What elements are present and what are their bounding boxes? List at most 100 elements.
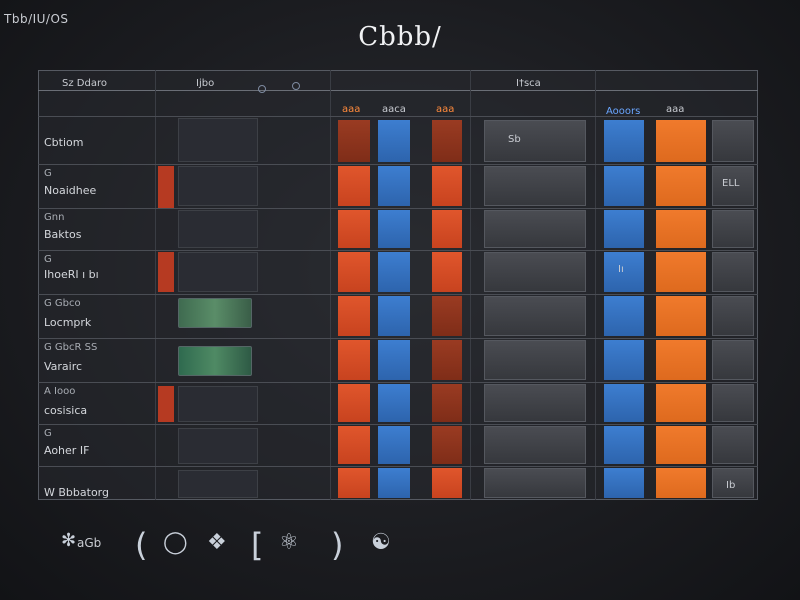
row-label[interactable]: W Bbbatorg [44, 486, 109, 499]
row-label[interactable]: Aoher IF [44, 444, 90, 457]
orange-cell[interactable] [338, 468, 370, 498]
orange-cell[interactable] [338, 384, 370, 422]
orange-cell[interactable] [656, 468, 706, 498]
orange-cell[interactable] [338, 426, 370, 464]
orange-cell[interactable] [432, 426, 462, 464]
orange-cell[interactable] [656, 426, 706, 464]
gray-cell[interactable] [712, 210, 754, 248]
gray-cell[interactable] [712, 296, 754, 336]
orange-cell[interactable] [432, 166, 462, 206]
blue-cell[interactable] [604, 120, 644, 162]
orange-cell[interactable] [432, 120, 462, 162]
orange-cell[interactable] [656, 296, 706, 336]
blue-cell[interactable] [378, 340, 410, 380]
orange-cell[interactable] [432, 252, 462, 292]
blue-cell[interactable] [378, 384, 410, 422]
orange-cell[interactable] [656, 120, 706, 162]
bracket-icon[interactable]: ( [135, 526, 148, 564]
gray-cell[interactable] [712, 468, 754, 498]
gray-cell[interactable] [484, 296, 586, 336]
bracket-icon[interactable]: ) [331, 526, 344, 564]
orange-cell[interactable] [338, 252, 370, 292]
orange-cell[interactable] [432, 296, 462, 336]
gray-cell[interactable] [484, 426, 586, 464]
gray-cell[interactable] [484, 340, 586, 380]
gray-cell[interactable] [484, 120, 586, 162]
column-header-7[interactable]: Aooors [606, 106, 641, 117]
row-label[interactable]: Locmprk [44, 316, 92, 329]
blue-cell[interactable] [604, 426, 644, 464]
gray-cell[interactable] [484, 384, 586, 422]
blue-cell[interactable] [378, 166, 410, 206]
blue-cell[interactable] [604, 384, 644, 422]
blue-cell[interactable] [378, 426, 410, 464]
row-label[interactable]: Baktos [44, 228, 82, 241]
gray-cell[interactable] [712, 426, 754, 464]
row-label[interactable]: Varairc [44, 360, 83, 373]
gray-cell[interactable] [484, 252, 586, 292]
row-label[interactable]: Noaidhee [44, 184, 97, 197]
gray-cell[interactable] [712, 120, 754, 162]
column-header-4[interactable]: aaca [382, 104, 406, 115]
orange-cell[interactable] [338, 120, 370, 162]
gray-cell[interactable] [484, 166, 586, 206]
column-header-8[interactable]: aaa [666, 104, 685, 115]
column-header-6[interactable]: I†sca [516, 78, 541, 89]
orange-cell[interactable] [656, 340, 706, 380]
blue-cell[interactable] [378, 296, 410, 336]
orange-cell[interactable] [432, 210, 462, 248]
blue-cell[interactable] [604, 340, 644, 380]
orange-cell[interactable] [338, 340, 370, 380]
dark-swatch[interactable] [178, 470, 258, 498]
gray-cell[interactable] [712, 340, 754, 380]
bracket-icon[interactable]: [ [251, 526, 264, 564]
dark-swatch[interactable] [178, 428, 258, 464]
blue-cell[interactable] [604, 468, 644, 498]
dark-swatch[interactable] [178, 252, 258, 292]
gray-cell[interactable] [712, 166, 754, 206]
orange-cell[interactable] [656, 252, 706, 292]
row-label[interactable]: IhoeRI ı bı [44, 268, 99, 281]
row-upper-label: G Gbco [44, 298, 81, 309]
blue-cell[interactable] [604, 210, 644, 248]
orange-cell[interactable] [656, 384, 706, 422]
orange-cell[interactable] [432, 468, 462, 498]
orange-cell[interactable] [338, 296, 370, 336]
orange-cell[interactable] [338, 210, 370, 248]
blue-cell[interactable] [604, 296, 644, 336]
blue-cell[interactable] [604, 252, 644, 292]
column-header-1[interactable]: Sz Ddaro [62, 78, 107, 89]
dark-swatch[interactable] [178, 386, 258, 422]
gray-cell[interactable] [712, 252, 754, 292]
column-header-2[interactable]: Ijbo [196, 78, 215, 89]
gray-cell[interactable] [484, 468, 586, 498]
orange-cell[interactable] [338, 166, 370, 206]
header-dot-icon [258, 85, 266, 93]
column-header-3[interactable]: aaa [342, 104, 361, 115]
blue-cell[interactable] [604, 166, 644, 206]
green-swatch[interactable] [178, 346, 252, 376]
red-accent-bar [158, 386, 174, 422]
green-swatch[interactable] [178, 298, 252, 328]
dark-swatch[interactable] [178, 166, 258, 206]
blue-cell[interactable] [378, 120, 410, 162]
figure-icon[interactable]: ☯ [371, 530, 391, 555]
blue-cell[interactable] [378, 210, 410, 248]
figure-icon[interactable]: ⚛ [279, 530, 299, 555]
column-header-5[interactable]: aaa [436, 104, 455, 115]
gray-cell[interactable] [484, 210, 586, 248]
orange-cell[interactable] [656, 166, 706, 206]
row-label[interactable]: cosisica [44, 404, 88, 417]
row-label[interactable]: Cbtiom [44, 136, 84, 149]
figure-icon[interactable]: ◯ [163, 530, 188, 555]
blue-cell[interactable] [378, 252, 410, 292]
gray-cell[interactable] [712, 384, 754, 422]
orange-cell[interactable] [656, 210, 706, 248]
orange-cell[interactable] [432, 340, 462, 380]
blue-cell[interactable] [378, 468, 410, 498]
node-icon[interactable]: ✻ [61, 530, 77, 551]
orange-cell[interactable] [432, 384, 462, 422]
dark-swatch[interactable] [178, 118, 258, 162]
dark-swatch[interactable] [178, 210, 258, 248]
figure-icon[interactable]: ❖ [207, 530, 227, 555]
